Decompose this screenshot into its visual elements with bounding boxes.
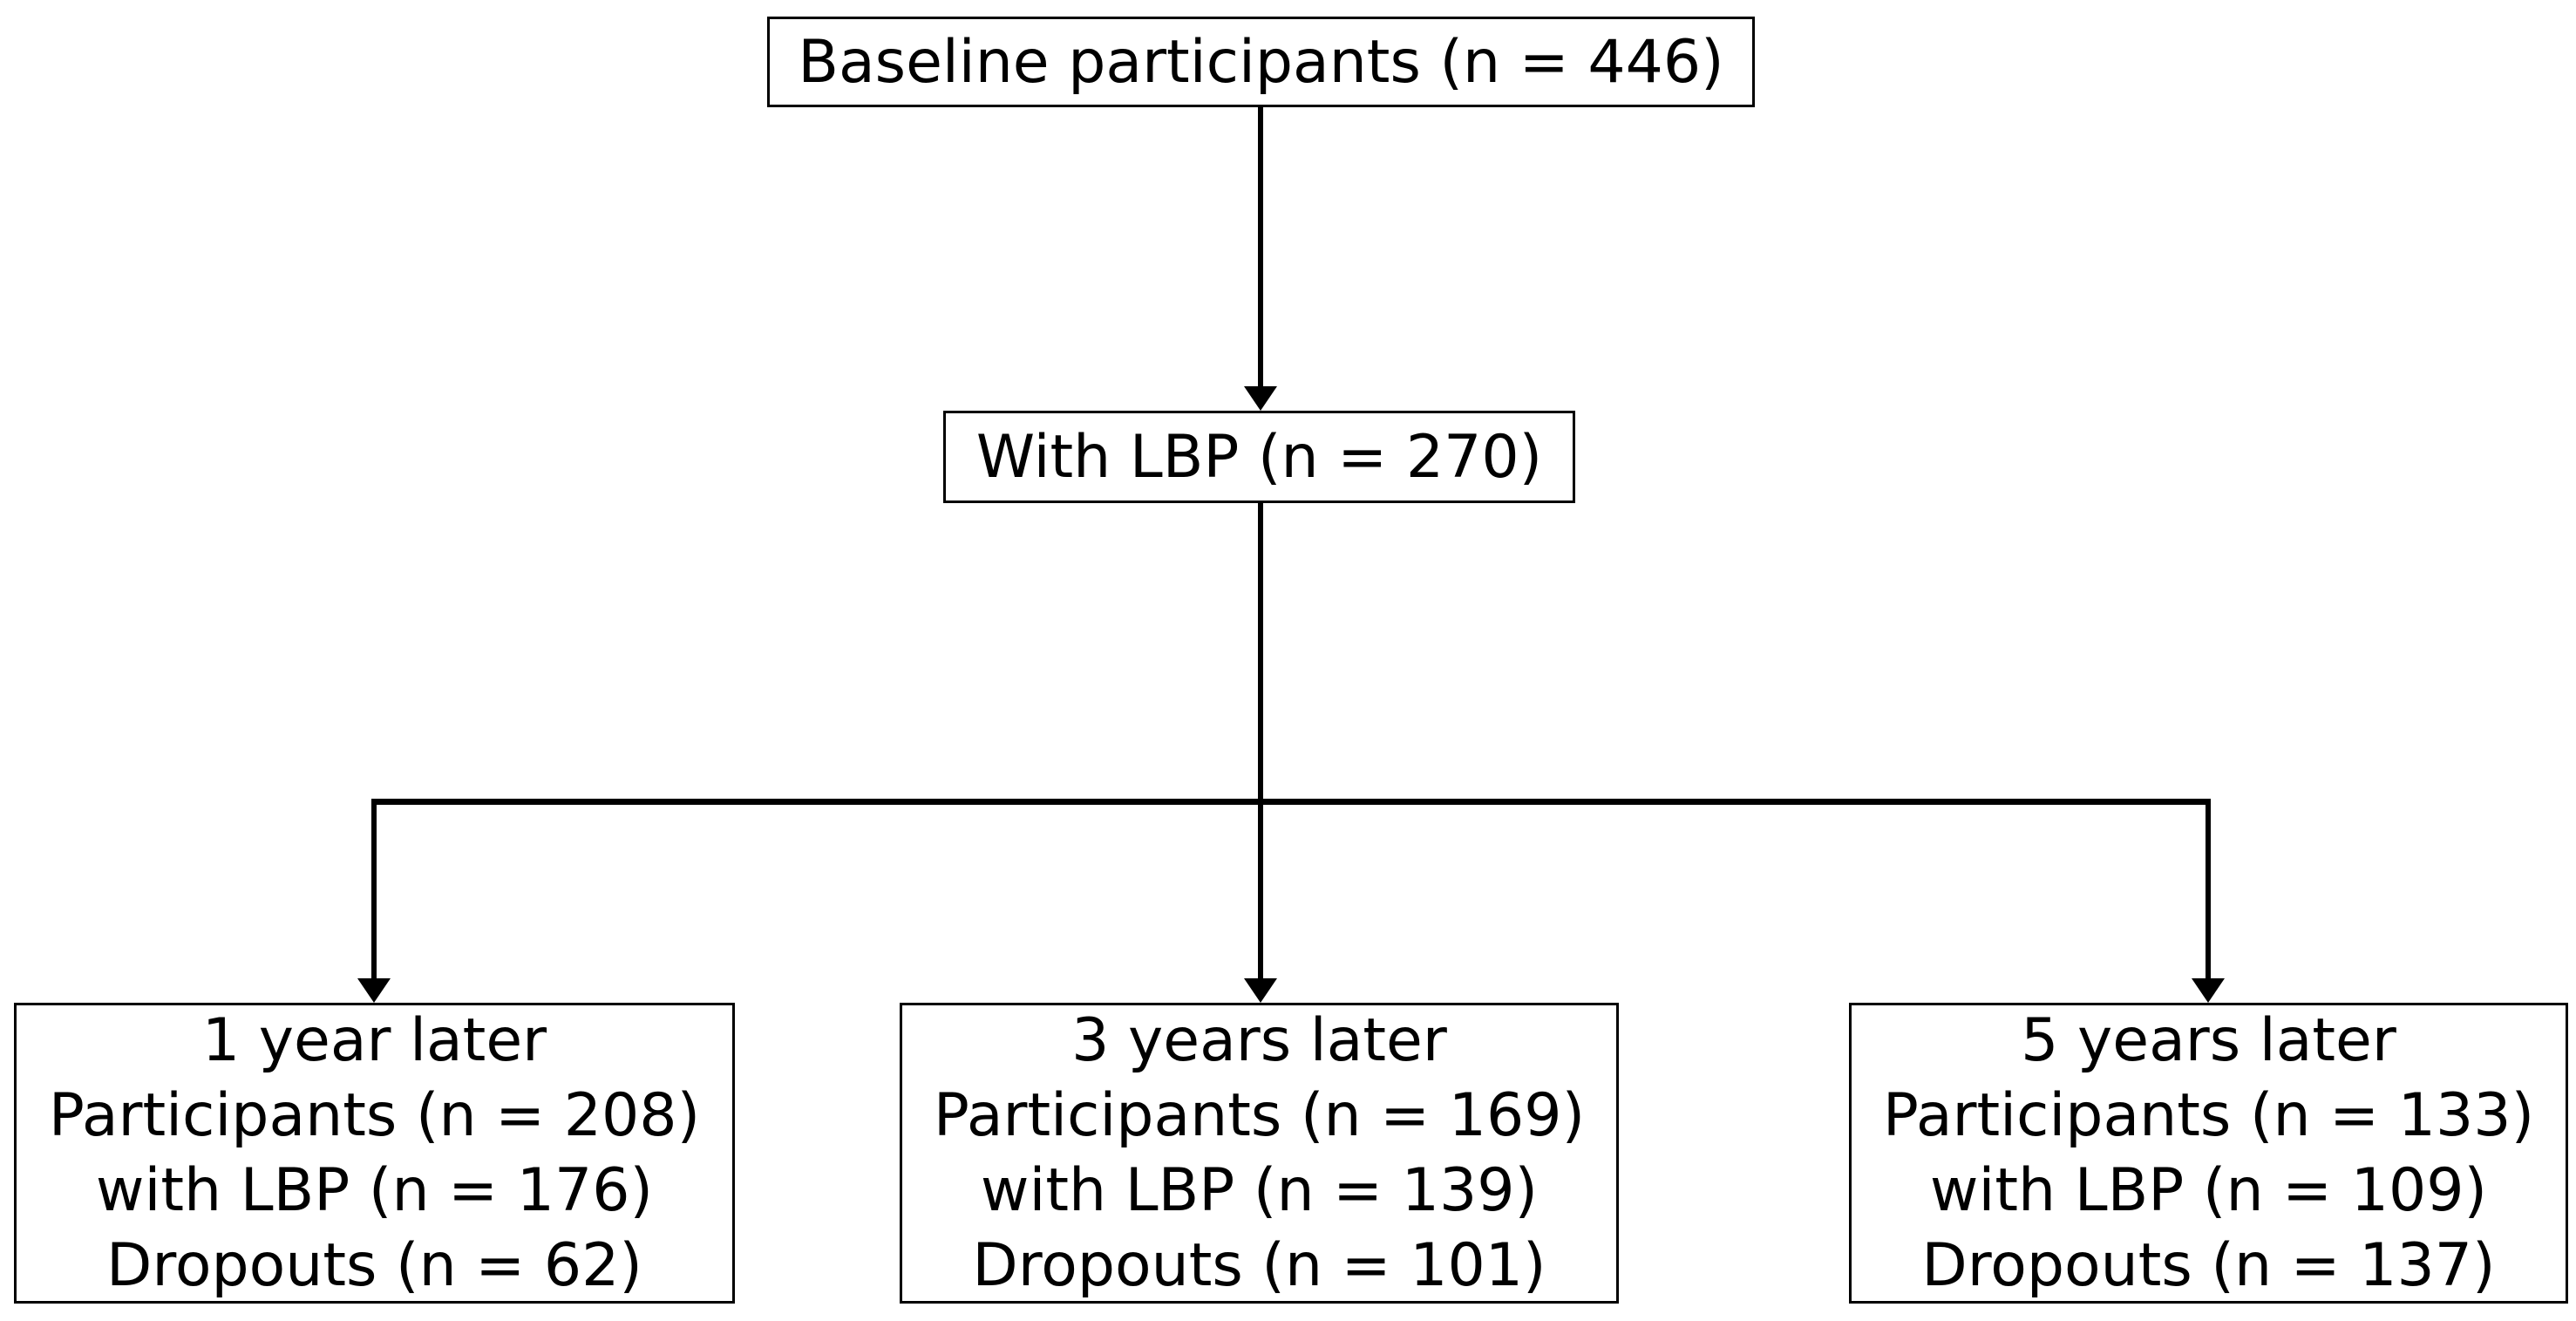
node-with-lbp: With LBP (n = 270): [943, 411, 1575, 503]
arrow-down-icon: [1244, 978, 1277, 1003]
node-line-with-lbp: with LBP (n = 139): [980, 1155, 1539, 1225]
node-line-title: 1 year later: [201, 1005, 547, 1075]
connector-withlbp-to-3-years: [1258, 503, 1263, 978]
node-line-with-lbp: with LBP (n = 176): [95, 1155, 654, 1225]
node-5-years-later: 5 years later Participants (n = 133) wit…: [1849, 1003, 2568, 1304]
node-line-dropouts: Dropouts (n = 62): [106, 1230, 642, 1300]
connector-branch-to-1-year: [371, 799, 377, 978]
node-3-years-later: 3 years later Participants (n = 169) wit…: [900, 1003, 1619, 1304]
node-line-title: 3 years later: [1071, 1005, 1447, 1075]
node-line-dropouts: Dropouts (n = 137): [1921, 1230, 2496, 1300]
node-with-lbp-label: With LBP (n = 270): [975, 422, 1543, 492]
node-line-with-lbp: with LBP (n = 109): [1929, 1155, 2488, 1225]
node-line-participants: Participants (n = 208): [48, 1080, 701, 1150]
arrow-down-icon: [2192, 978, 2225, 1003]
arrow-down-icon: [1244, 386, 1277, 411]
node-line-participants: Participants (n = 169): [933, 1080, 1586, 1150]
node-line-dropouts: Dropouts (n = 101): [972, 1230, 1546, 1300]
arrow-down-icon: [357, 978, 391, 1003]
connector-branch-to-5-years: [2206, 799, 2211, 978]
node-baseline-label: Baseline participants (n = 446): [798, 27, 1724, 97]
node-1-year-later: 1 year later Participants (n = 208) with…: [14, 1003, 735, 1304]
connector-branch-bar: [371, 799, 2211, 805]
connector-baseline-to-withlbp: [1258, 106, 1263, 386]
node-line-participants: Participants (n = 133): [1882, 1080, 2535, 1150]
node-line-title: 5 years later: [2021, 1005, 2396, 1075]
node-baseline-participants: Baseline participants (n = 446): [767, 17, 1755, 107]
